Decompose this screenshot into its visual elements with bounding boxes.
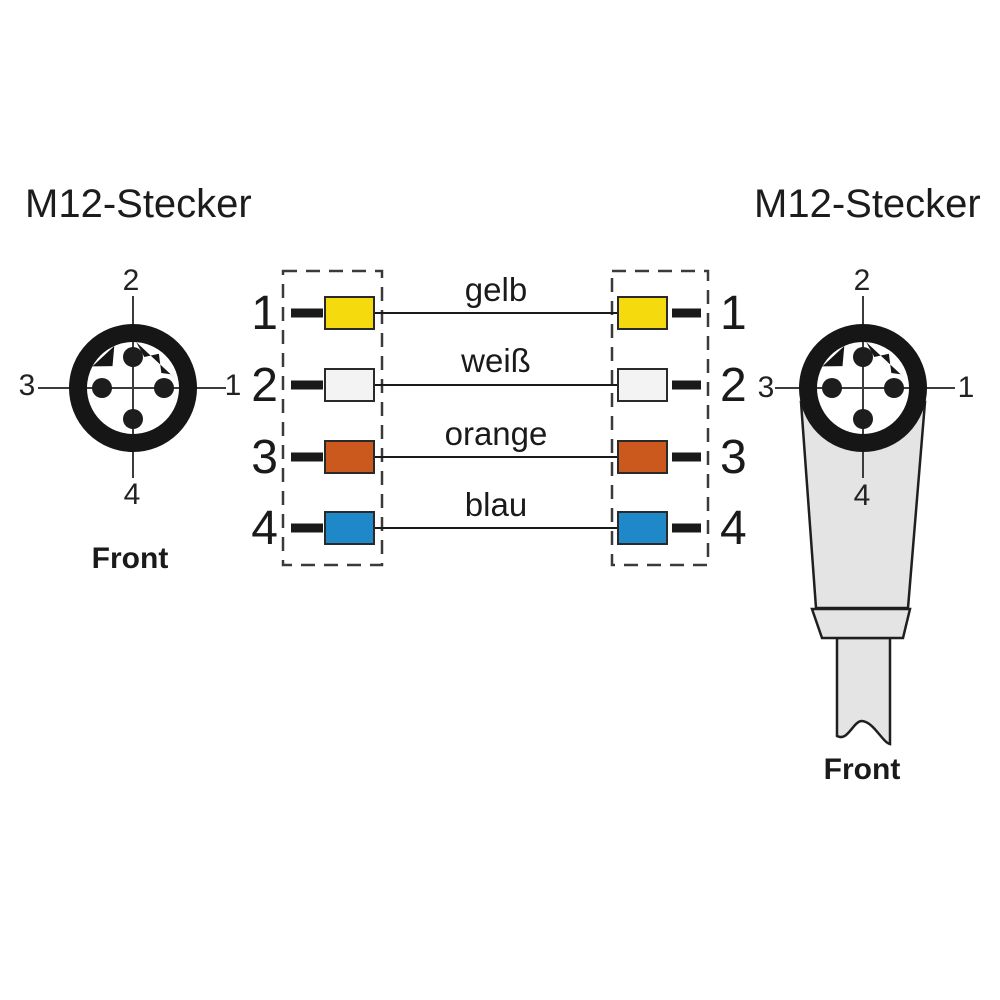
right-pin-label-left: 3 [757, 371, 775, 404]
wire-color-name: orange [444, 415, 548, 452]
wire-color-box-right [617, 368, 668, 402]
wire-row [291, 440, 701, 474]
left-terminal-pin-number: 4 [251, 502, 278, 555]
right-terminal-pin-number: 1 [720, 287, 747, 340]
wire-color-box-right [617, 440, 668, 474]
key-notch-icon [136, 342, 179, 382]
right-pin-label-top: 2 [853, 264, 871, 297]
connector-collar [810, 607, 912, 640]
wire-color-name: blau [464, 486, 528, 523]
wire-color-name: gelb [464, 271, 528, 308]
right-front-label: Front [823, 753, 901, 786]
dashed-terminal-box-right [610, 269, 710, 567]
cable [835, 636, 892, 746]
wire-color-name: weiß [461, 342, 531, 379]
right-terminal-pin-number: 2 [720, 359, 747, 412]
key-notch-icon [866, 342, 909, 382]
pin-dot-1 [884, 378, 904, 398]
right-terminal-pin-number: 4 [720, 502, 747, 555]
wire-row [291, 368, 701, 402]
dashed-terminal-box-left [281, 269, 384, 567]
left-pin-label-left: 3 [18, 369, 36, 402]
connector-ring [799, 324, 927, 452]
right-connector-face [775, 296, 955, 746]
left-connector-title: M12-Stecker [25, 182, 252, 226]
wire-row [291, 296, 701, 330]
pin-dot-2 [853, 347, 873, 367]
left-pin-label-right: 1 [224, 369, 242, 402]
left-pin-label-top: 2 [122, 264, 140, 297]
wire-row [291, 511, 701, 545]
left-terminal-pin-number: 1 [251, 287, 278, 340]
wire-color-box-left [324, 511, 375, 545]
left-pin-label-bottom: 4 [123, 478, 141, 511]
pin-dot-4 [123, 409, 143, 429]
wire-color-box-left [324, 440, 375, 474]
pin-dot-4 [853, 409, 873, 429]
wire-color-box-left [324, 296, 375, 330]
wire-color-box-left [324, 368, 375, 402]
pin-dot-2 [123, 347, 143, 367]
wire-color-box-right [617, 296, 668, 330]
right-connector-title: M12-Stecker [754, 182, 981, 226]
wiring-section [281, 269, 710, 567]
right-pin-label-right: 1 [957, 371, 975, 404]
left-connector-face [38, 296, 226, 478]
pin-dot-1 [154, 378, 174, 398]
pin-dot-3 [822, 378, 842, 398]
left-terminal-pin-number: 2 [251, 359, 278, 412]
left-terminal-pin-number: 3 [251, 431, 278, 484]
left-front-label: Front [91, 542, 169, 575]
pin-dot-3 [92, 378, 112, 398]
wire-color-box-right [617, 511, 668, 545]
right-pin-label-bottom: 4 [853, 479, 871, 512]
right-terminal-pin-number: 3 [720, 431, 747, 484]
connector-ring [69, 324, 197, 452]
key-notch-icon [92, 346, 115, 367]
